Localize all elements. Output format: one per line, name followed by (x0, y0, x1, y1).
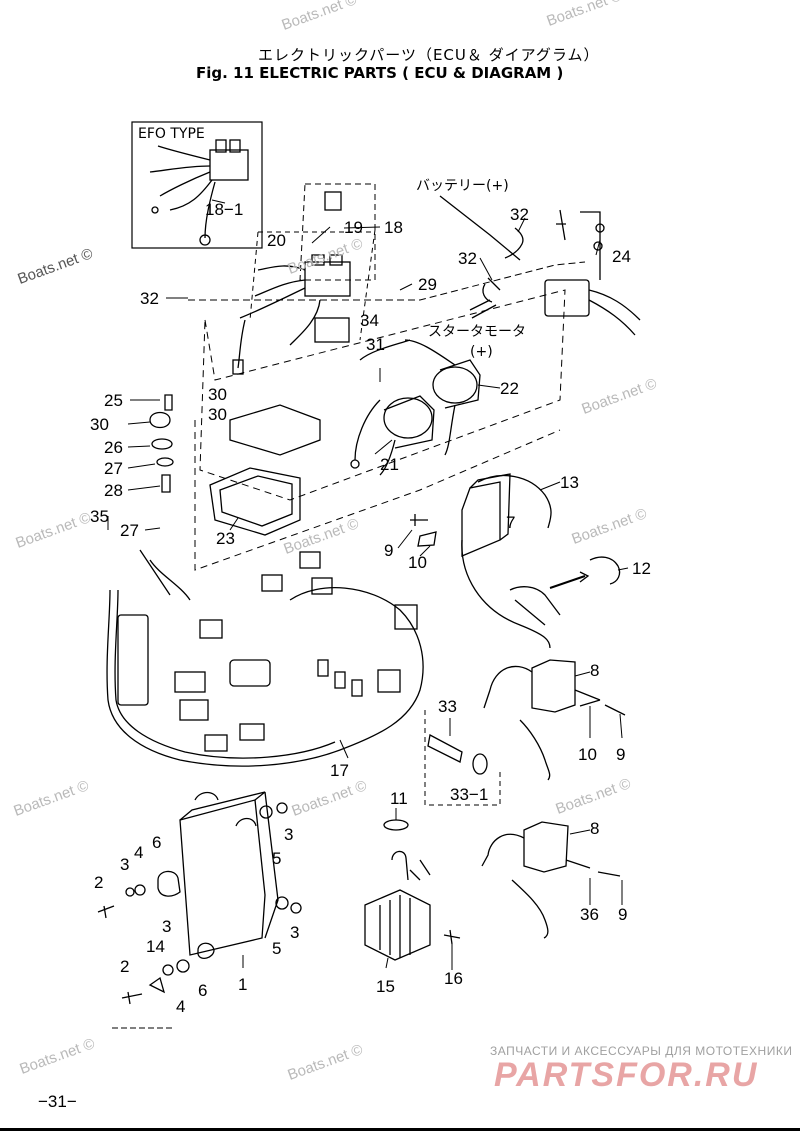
callout-3-a: 3 (284, 825, 293, 844)
wire-harness-17 (106, 549, 424, 767)
callout-11: 11 (390, 789, 408, 808)
callout-25: 25 (104, 391, 123, 410)
efo-relay-assembly (149, 139, 249, 246)
fuse-holder-parts (149, 394, 174, 493)
callout-4-b: 4 (176, 997, 185, 1016)
callout-9-middle: 9 (616, 745, 625, 764)
callout-17: 17 (330, 761, 349, 780)
callout-28: 28 (104, 481, 123, 500)
callout-27: 27 (104, 459, 123, 478)
coil-33 (427, 734, 488, 775)
callout-8-upper: 8 (590, 661, 599, 680)
callout-13: 13 (560, 473, 579, 492)
callout-16: 16 (444, 969, 463, 988)
plug-cap-12 (509, 556, 621, 626)
starter-relay-24 (544, 209, 641, 336)
title-japanese: エレクトリックパーツ（ECU＆ ダイアグラム） (258, 46, 600, 64)
title-english: Fig. 11 ELECTRIC PARTS ( ECU & DIAGRAM ) (196, 64, 564, 82)
callout-32-left: 32 (140, 289, 159, 308)
callout-5-b: 5 (272, 939, 281, 958)
callout-10-upper: 10 (408, 553, 427, 572)
callout-labels: 18−1 20 19 18 32 バッテリー(+) 32 32 24 29 34… (90, 178, 651, 1016)
store-tagline: ЗАПЧАСТИ И АКСЕССУАРЫ ДЛЯ МОТОТЕХНИКИ (490, 1044, 793, 1058)
callout-18-1: 18−1 (205, 200, 243, 219)
callout-32-middle: 32 (458, 249, 477, 268)
callout-21: 21 (380, 455, 399, 474)
bottom-rule (0, 1128, 800, 1131)
callout-starter-motor: スタータモータ (428, 324, 526, 340)
callout-22: 22 (500, 379, 519, 398)
bracket-23 (209, 404, 321, 536)
callout-14: 14 (146, 937, 165, 956)
battery-cable (439, 195, 521, 261)
callout-9-upper: 9 (384, 541, 393, 560)
callout-4-a: 4 (134, 843, 143, 862)
callout-7: 7 (506, 513, 515, 532)
efo-type-inset-box (131, 121, 263, 249)
callout-8-lower: 8 (590, 819, 599, 838)
callout-9-lower: 9 (618, 905, 627, 924)
callout-35: 35 (90, 507, 109, 526)
callout-19: 19 (344, 218, 363, 237)
callout-36: 36 (580, 905, 599, 924)
callout-3-c: 3 (290, 923, 299, 942)
callout-3-b: 3 (120, 855, 129, 874)
callout-15: 15 (376, 977, 395, 996)
store-logo: PARTSFOR.RU (494, 1056, 759, 1094)
callout-24: 24 (612, 247, 631, 266)
callout-leader-lines (107, 199, 629, 970)
cdi-unit-7 (461, 473, 552, 649)
callout-30-b: 30 (208, 405, 227, 424)
callout-10-lower: 10 (578, 745, 597, 764)
callout-33-1: 33−1 (450, 785, 488, 804)
screw-9 (410, 514, 428, 526)
callout-starter-motor-plus: (+) (470, 344, 493, 360)
page-number: −31− (38, 1092, 77, 1111)
starter-solenoid-22 (432, 359, 481, 456)
callout-20: 20 (267, 231, 286, 250)
callout-1: 1 (238, 975, 247, 994)
efo-type-label: EFO TYPE (138, 126, 205, 142)
callout-2-a: 2 (94, 873, 103, 892)
callout-31: 31 (366, 335, 385, 354)
callout-30-a: 30 (208, 385, 227, 404)
callout-6-b: 6 (198, 981, 207, 1000)
ignition-coil-8-lower (481, 821, 621, 939)
ignition-coil-8-upper (483, 659, 626, 781)
solenoid-21 (350, 395, 435, 476)
rectifier-regulator-15 (364, 819, 461, 961)
callout-23: 23 (216, 529, 235, 548)
callout-26: 26 (104, 438, 123, 457)
callout-2-b: 2 (120, 957, 129, 976)
callout-battery-plus: バッテリー(+) (416, 178, 509, 194)
callout-12: 12 (632, 559, 651, 578)
callout-34: 34 (360, 311, 379, 330)
callout-27-b: 27 (120, 521, 139, 540)
callout-29: 29 (418, 275, 437, 294)
callout-6-a: 6 (152, 833, 161, 852)
relay-assembly-18 (232, 191, 351, 375)
callout-18: 18 (384, 218, 403, 237)
ecu-unit-1 (97, 791, 302, 1005)
callout-33: 33 (438, 697, 457, 716)
callout-32-upper: 32 (510, 205, 529, 224)
callout-5-a: 5 (272, 849, 281, 868)
callout-3-d: 3 (162, 917, 171, 936)
callout-30-c: 30 (90, 415, 109, 434)
